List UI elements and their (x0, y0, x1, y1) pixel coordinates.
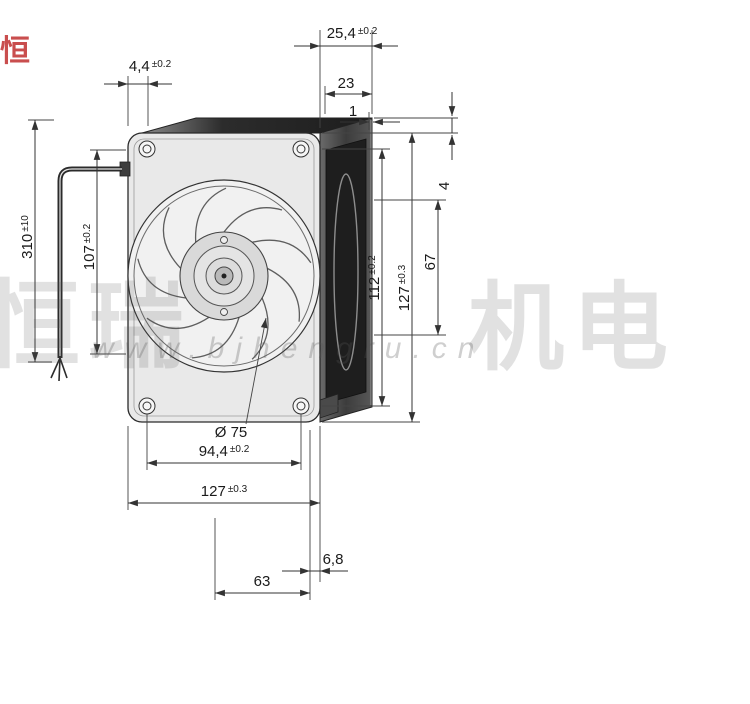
mounting-hole-bottom-left-inner (142, 401, 152, 411)
dim-label-width: 127±0.3 (201, 483, 248, 500)
dim-label-gap-one: 1 (349, 103, 357, 120)
dim-sixty-three: 63 (214, 430, 311, 600)
dim-gap-one: 1 (340, 103, 400, 130)
dim-impeller-diameter: Ø 75 (215, 317, 268, 441)
lead-cable (50, 161, 131, 382)
fan-side-opening (325, 138, 367, 404)
dim-label-rear-offset: 4 (436, 182, 453, 190)
dim-label-housing-depth: 23 (338, 75, 355, 92)
dim-label-sixty-seven: 67 (422, 254, 439, 271)
mounting-hole-top-left (138, 140, 156, 158)
mounting-hole-top-left-inner (142, 144, 152, 154)
dim-label-hole-spacing-vertical: 112±0.2 (366, 255, 383, 301)
dim-label-left-107: 107±0.2 (81, 223, 98, 270)
mounting-hole-top-right-inner (296, 144, 306, 154)
wire-end-3 (59, 357, 68, 379)
hub-screw-top (220, 236, 228, 244)
mounting-hole-bottom-right-inner (296, 401, 306, 411)
dim-height: 127±0.3 (322, 132, 458, 423)
hub-screw-bottom (220, 308, 228, 316)
dim-flange-thickness: 4,4±0.2 (104, 58, 172, 126)
dim-label-hole-spacing-horizontal: 94,4±0.2 (199, 443, 250, 460)
dim-label-impeller-diameter: Ø 75 (215, 424, 248, 441)
dim-label-flange-thickness: 4,4±0.2 (129, 58, 172, 75)
fan-body (50, 117, 373, 423)
dim-label-height: 127±0.3 (396, 264, 413, 311)
dim-left-107: 107±0.2 (81, 149, 126, 355)
mounting-hole-bottom-left (138, 397, 156, 415)
dim-total-depth: 25,4±0.2 (294, 25, 398, 128)
wire-end-2 (58, 357, 61, 382)
impeller-rim (133, 185, 315, 367)
dim-sixty-seven: 67 (374, 199, 446, 336)
dim-label-total-depth: 25,4±0.2 (327, 25, 378, 42)
dim-hole-spacing-horizontal: 94,4±0.2 (146, 414, 302, 470)
dim-six-eight: 6,8 (282, 551, 348, 575)
dim-label-six-eight: 6,8 (323, 551, 344, 568)
wire-end-1 (50, 357, 61, 379)
dim-hole-spacing-vertical: 112±0.2 (322, 148, 390, 407)
impeller-blades (137, 187, 312, 360)
mounting-holes (138, 140, 310, 415)
hub-center-dot (221, 273, 227, 279)
dim-label-cable-length: 310±10 (19, 215, 36, 259)
mounting-hole-bottom-right (292, 397, 310, 415)
dim-width: 127±0.3 (127, 426, 321, 582)
dim-label-sixty-three: 63 (254, 573, 271, 590)
mounting-hole-top-right (292, 140, 310, 158)
dim-housing-depth: 23 (324, 75, 372, 114)
dim-rear-offset: 4 (374, 92, 458, 190)
dim-cable-length: 310±10 (19, 119, 54, 363)
inlet-venturi-edge (333, 173, 359, 371)
